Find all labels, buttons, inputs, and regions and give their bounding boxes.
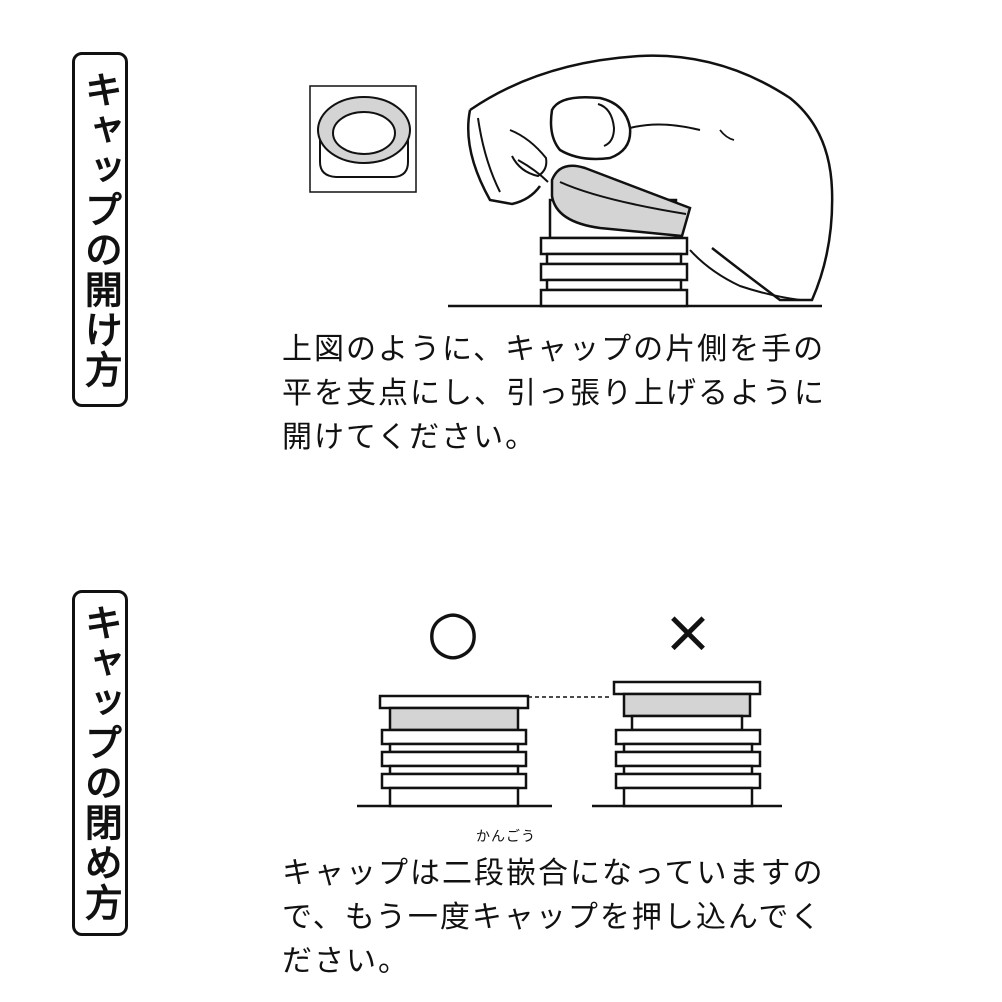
wrong-mark: × (663, 597, 713, 667)
close-instructions: キャップはかんごう二段嵌合になっていますの で、もう一度キャップを押し込んでく … (282, 830, 882, 984)
open-instructions-line: 上図のように、キャップの片側を手の (282, 332, 826, 367)
close-instructions-line: ださい。 (282, 944, 410, 979)
section-label-open: キャップの開け方 (72, 52, 128, 407)
close-line1-after: になっていますの (570, 856, 825, 891)
correct-mark: ○ (427, 597, 479, 667)
close-instructions-line: で、もう一度キャップを押し込んでく (282, 900, 823, 935)
close-line1-before: キャップは (282, 856, 442, 891)
open-instructions: 上図のように、キャップの片側を手の 平を支点にし、引っ張り上げるように 開けてく… (282, 328, 882, 460)
ruby-reading: かんごう (476, 829, 536, 845)
cap-inset-illustration (309, 85, 417, 193)
hand-opening-cap-illustration (448, 54, 834, 308)
close-instructions-line: キャップはかんごう二段嵌合になっていますの (282, 830, 882, 896)
cap-correct-illustration (357, 694, 552, 808)
ruby-base: 二段嵌合 (442, 856, 570, 891)
cap-wrong-illustration (592, 680, 782, 808)
open-instructions-line: 平を支点にし、引っ張り上げるように (282, 376, 826, 411)
section-label-close: キャップの閉め方 (72, 590, 128, 936)
open-instructions-line: 開けてください。 (282, 420, 538, 455)
ruby-term: かんごう二段嵌合 (442, 830, 570, 896)
